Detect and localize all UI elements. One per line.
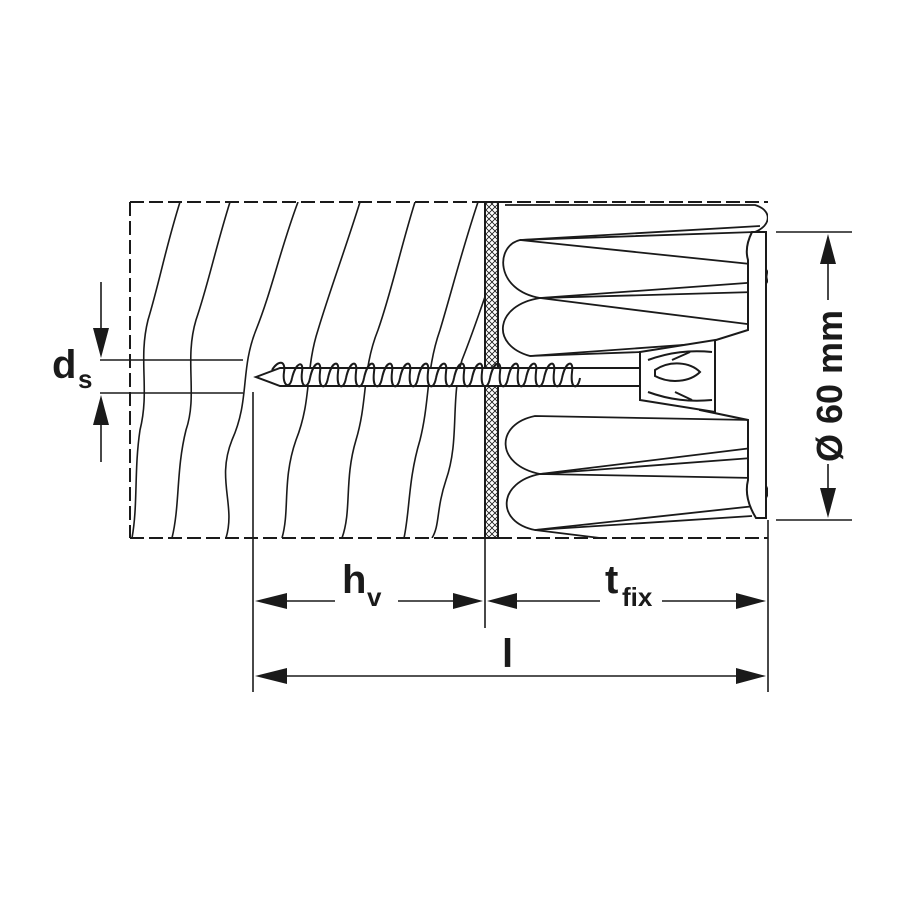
label-ds: d xyxy=(52,343,76,387)
label-hv-sub: v xyxy=(367,582,382,612)
label-tfix-sub: fix xyxy=(622,582,653,612)
label-diameter: Ø 60 mm xyxy=(809,310,850,462)
label-l: l xyxy=(502,632,513,676)
label-ds-sub: s xyxy=(78,364,92,394)
label-tfix: t xyxy=(605,558,618,602)
wood-outline xyxy=(129,201,485,539)
dimension-ds xyxy=(93,282,243,462)
dimension-diameter xyxy=(776,231,852,521)
wood-grain xyxy=(131,202,485,538)
wood-substrate xyxy=(129,201,485,539)
insulation-disc-icon xyxy=(639,231,767,519)
label-hv: h xyxy=(342,558,366,602)
dimension-lengths xyxy=(252,392,769,692)
wood-screw-icon xyxy=(253,361,641,388)
